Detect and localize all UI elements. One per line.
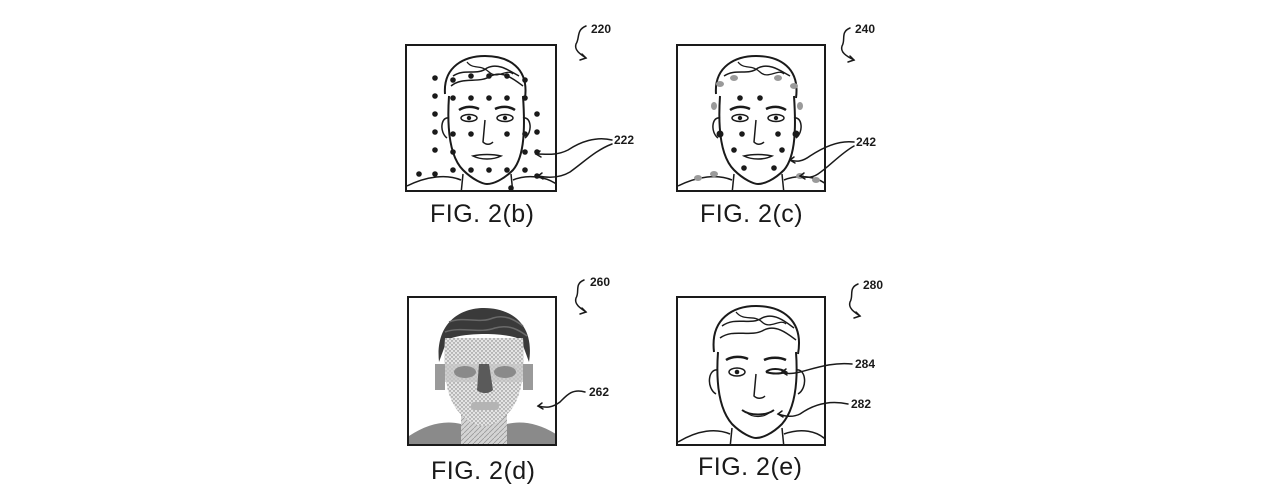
figure-2b-caption: FIG. 2(b): [430, 200, 535, 228]
figure-2c-caption: FIG. 2(c): [700, 200, 804, 228]
figure-2d-squiggle-arrow: [574, 279, 587, 313]
figure-2b-callout-number: 222: [614, 133, 635, 147]
figure-2d-caption: FIG. 2(d): [431, 457, 536, 485]
face-with-subset-landmarks: [678, 54, 824, 190]
segmented-face-regions: [409, 308, 555, 444]
figure-2b-frame: [405, 44, 557, 192]
figure-2e-frame: [676, 296, 826, 446]
figure-2e-reference-number: 280: [863, 278, 884, 292]
figure-2b-squiggle-arrow: [574, 25, 587, 59]
figure-2d-reference-number: 260: [590, 275, 611, 289]
face-winking: [678, 304, 824, 444]
figure-2b-reference-number: 220: [591, 22, 612, 36]
figure-2c-reference-number: 240: [855, 22, 876, 36]
face-with-landmark-dots: [407, 54, 555, 190]
figure-2c-frame: [676, 44, 826, 192]
figure-2d-frame: [407, 296, 557, 446]
figure-2e-squiggle-arrow: [848, 283, 861, 317]
figure-2e-caption: FIG. 2(e): [698, 453, 803, 481]
figure-2e-eye-callout-number: 284: [855, 357, 876, 371]
figure-2c-callout-number: 242: [856, 135, 877, 149]
figure-2c-squiggle-arrow: [840, 27, 855, 61]
figure-2e-mouth-callout-number: 282: [851, 397, 872, 411]
figure-2d-callout-number: 262: [589, 385, 610, 399]
